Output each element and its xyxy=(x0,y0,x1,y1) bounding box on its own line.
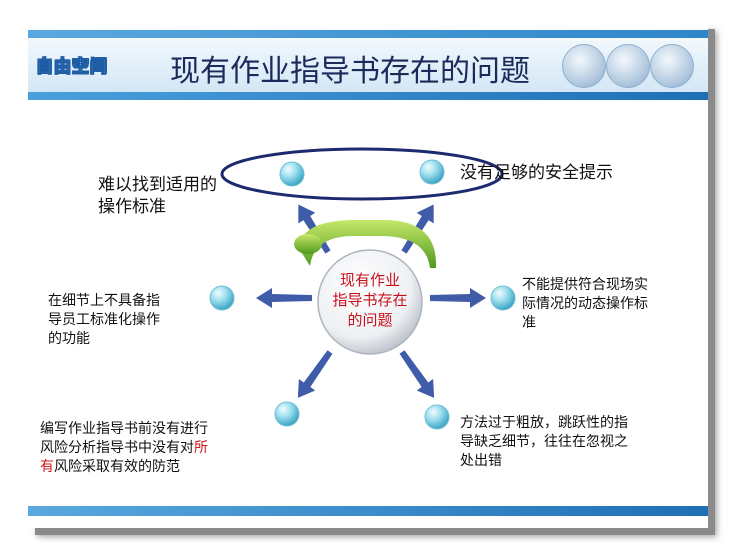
node-ball-top-right xyxy=(419,159,445,185)
center-label: 现有作业 指导书存在 的问题 xyxy=(332,271,408,329)
footer-band xyxy=(28,506,708,516)
node-ball-right xyxy=(490,285,516,311)
node-label-bottom-left-part1: 编写作业指导书前没有进行 风险分析指导书中没有对 xyxy=(40,421,208,456)
node-label-bottom-left-part3: 风险采取有效的防范 xyxy=(54,459,180,475)
logo: 自由空间 xyxy=(36,57,108,78)
slide: 自由空间 现有作业指导书存在的问题 xyxy=(28,22,708,528)
header-bar: 自由空间 现有作业指导书存在的问题 xyxy=(28,22,708,100)
arrow-bottom-right xyxy=(399,350,435,398)
node-label-top-right: 没有足够的安全提示 xyxy=(460,163,613,183)
arrow-left xyxy=(256,288,312,308)
center-circle xyxy=(317,249,423,355)
pylon-image xyxy=(562,44,606,88)
node-label-bottom-left-highlight: 所 有 xyxy=(40,440,208,475)
node-label-right: 不能提供符合现场实 际情况的动态操作标 准 xyxy=(522,277,648,331)
node-label-top-left: 难以找到适用的 操作标准 xyxy=(98,175,217,217)
node-ball-left xyxy=(209,285,235,311)
node-ball-top-left xyxy=(279,161,305,187)
arrow-right xyxy=(430,288,486,308)
arrow-bottom-left xyxy=(297,350,333,398)
page-title: 现有作业指导书存在的问题 xyxy=(170,54,530,89)
highlight-ellipse xyxy=(220,147,504,201)
node-label-left: 在细节上不具备指 导员工标准化操作 的功能 xyxy=(48,293,160,347)
header-band-top xyxy=(28,30,708,38)
node-ball-bottom-right xyxy=(424,404,450,430)
green-cap-lip xyxy=(294,234,322,254)
satellite-image xyxy=(650,44,694,88)
green-cap xyxy=(299,220,437,268)
tower-image xyxy=(606,44,650,88)
node-ball-bottom-left xyxy=(274,401,300,427)
mind-map-diagram xyxy=(209,147,516,430)
node-label-bottom-left: 编写作业指导书前没有进行 风险分析指导书中没有对所 有风险采取有效的防范 xyxy=(40,420,208,477)
node-label-bottom-right: 方法过于粗放，跳跃性的指 导缺乏细节，往往在忽视之 处出错 xyxy=(460,415,628,469)
header-band-bottom xyxy=(28,92,708,100)
